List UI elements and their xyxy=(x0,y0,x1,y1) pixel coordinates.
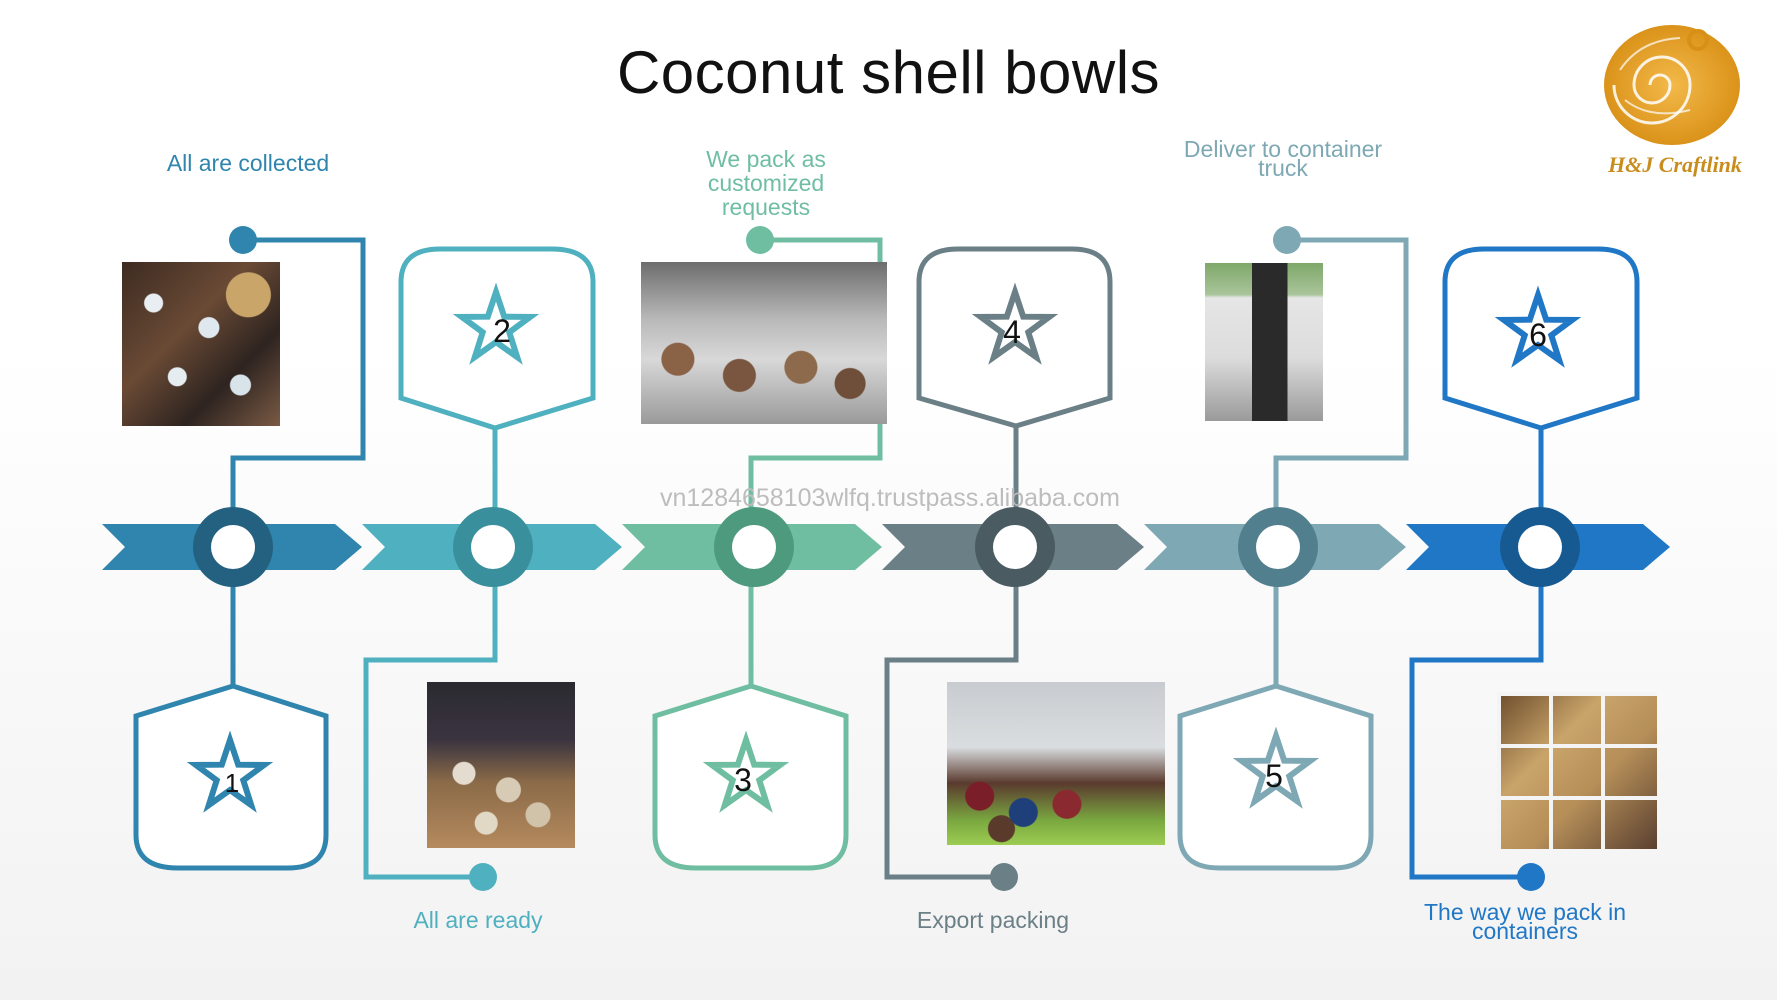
step-3-number: 3 xyxy=(734,762,752,798)
photo-collected-bowls xyxy=(122,262,280,426)
step-2-number: 2 xyxy=(493,313,511,349)
step-2-label: All are ready xyxy=(378,908,578,932)
step-6-node-center xyxy=(1518,525,1562,569)
page-title: Coconut shell bowls xyxy=(0,38,1777,107)
step-3-node-center xyxy=(732,525,776,569)
step-1-number: 1 xyxy=(225,768,239,798)
photo-container-truck xyxy=(1205,263,1323,421)
logo-text: H&J Craftlink xyxy=(1600,152,1750,178)
photo-container-loading xyxy=(1497,692,1657,849)
step-5-label: Deliver to container truck xyxy=(1178,140,1388,178)
step-3-label: We pack as customized requests xyxy=(686,147,846,219)
step-2-node-center xyxy=(471,525,515,569)
step-5-node-center xyxy=(1256,525,1300,569)
step-3-dot xyxy=(746,226,774,254)
step-4-number: 4 xyxy=(1003,314,1021,350)
step-5-number: 5 xyxy=(1265,758,1283,794)
step-1-label: All are collected xyxy=(148,151,348,175)
step-6-number: 6 xyxy=(1529,317,1547,353)
photo-ready-bowls xyxy=(427,682,575,848)
step-6-label: The way we pack in containers xyxy=(1410,903,1640,941)
step-6-dot xyxy=(1517,863,1545,891)
step-4-node-center xyxy=(993,525,1037,569)
step-1-node-center xyxy=(211,525,255,569)
step-2-dot xyxy=(469,863,497,891)
step-1-dot xyxy=(229,226,257,254)
step-4-label: Export packing xyxy=(893,908,1093,932)
watermark-url: vn1284658103wlfq.trustpass.alibaba.com xyxy=(650,484,1130,513)
photo-export-packing xyxy=(947,682,1165,845)
step-5-dot xyxy=(1273,226,1301,254)
step-4-dot xyxy=(990,863,1018,891)
photo-custom-packing xyxy=(641,262,887,424)
